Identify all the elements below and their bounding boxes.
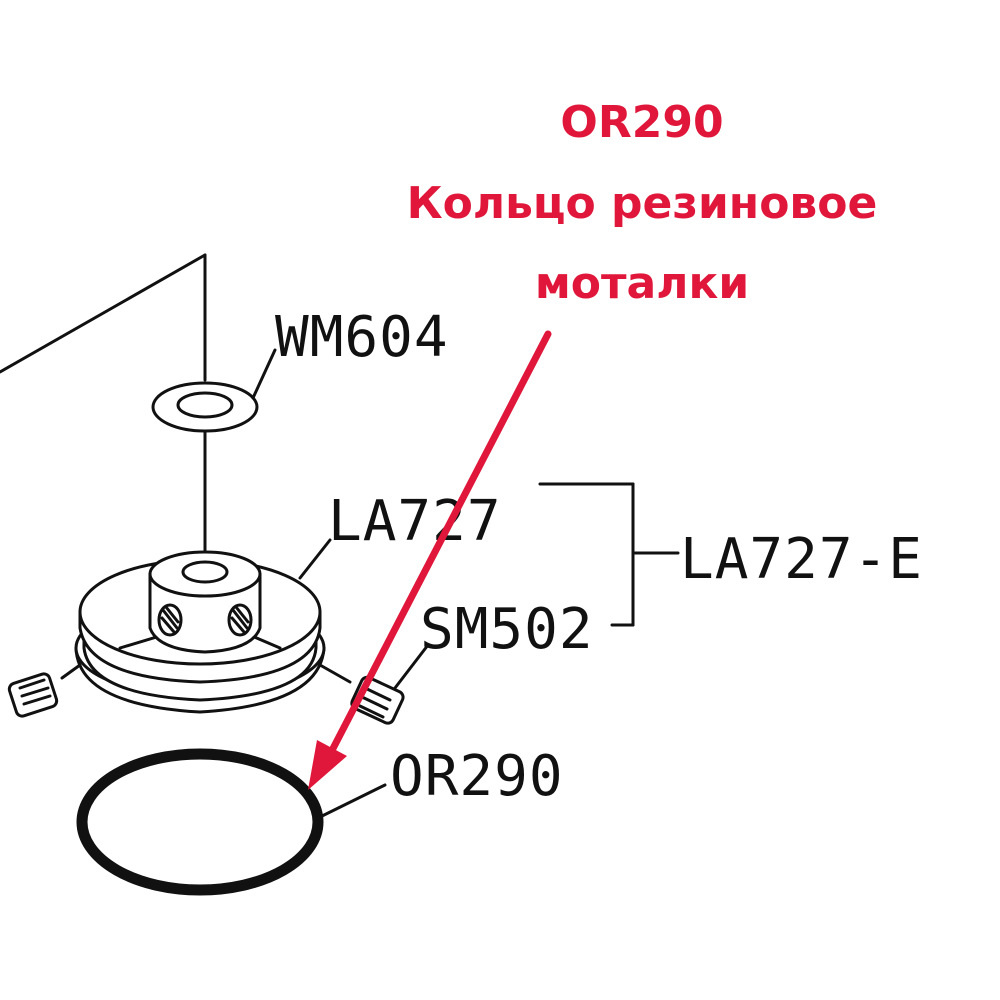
frame-lines xyxy=(0,253,207,382)
set-screw-left xyxy=(7,663,82,718)
label-la727-e: LA727-E xyxy=(680,527,923,592)
callout-arrow xyxy=(308,330,552,790)
leader-sm502 xyxy=(393,643,430,690)
callout-line-2: моталки xyxy=(535,258,749,309)
leader-wm604 xyxy=(251,348,277,400)
label-wm604: WM604 xyxy=(275,305,449,370)
callout-code: OR290 xyxy=(560,97,723,148)
leader-or290 xyxy=(316,783,387,820)
label-or290: OR290 xyxy=(390,744,564,809)
leader-la727 xyxy=(298,538,332,580)
label-la727: LA727 xyxy=(328,489,502,554)
callout-line-1: Кольцо резиновое xyxy=(407,178,878,229)
washer-wm604 xyxy=(151,381,259,433)
oring-or290 xyxy=(76,748,324,896)
pulley-la727 xyxy=(74,550,326,714)
bracket-la727-e xyxy=(538,482,680,627)
label-sm502: SM502 xyxy=(420,597,594,662)
